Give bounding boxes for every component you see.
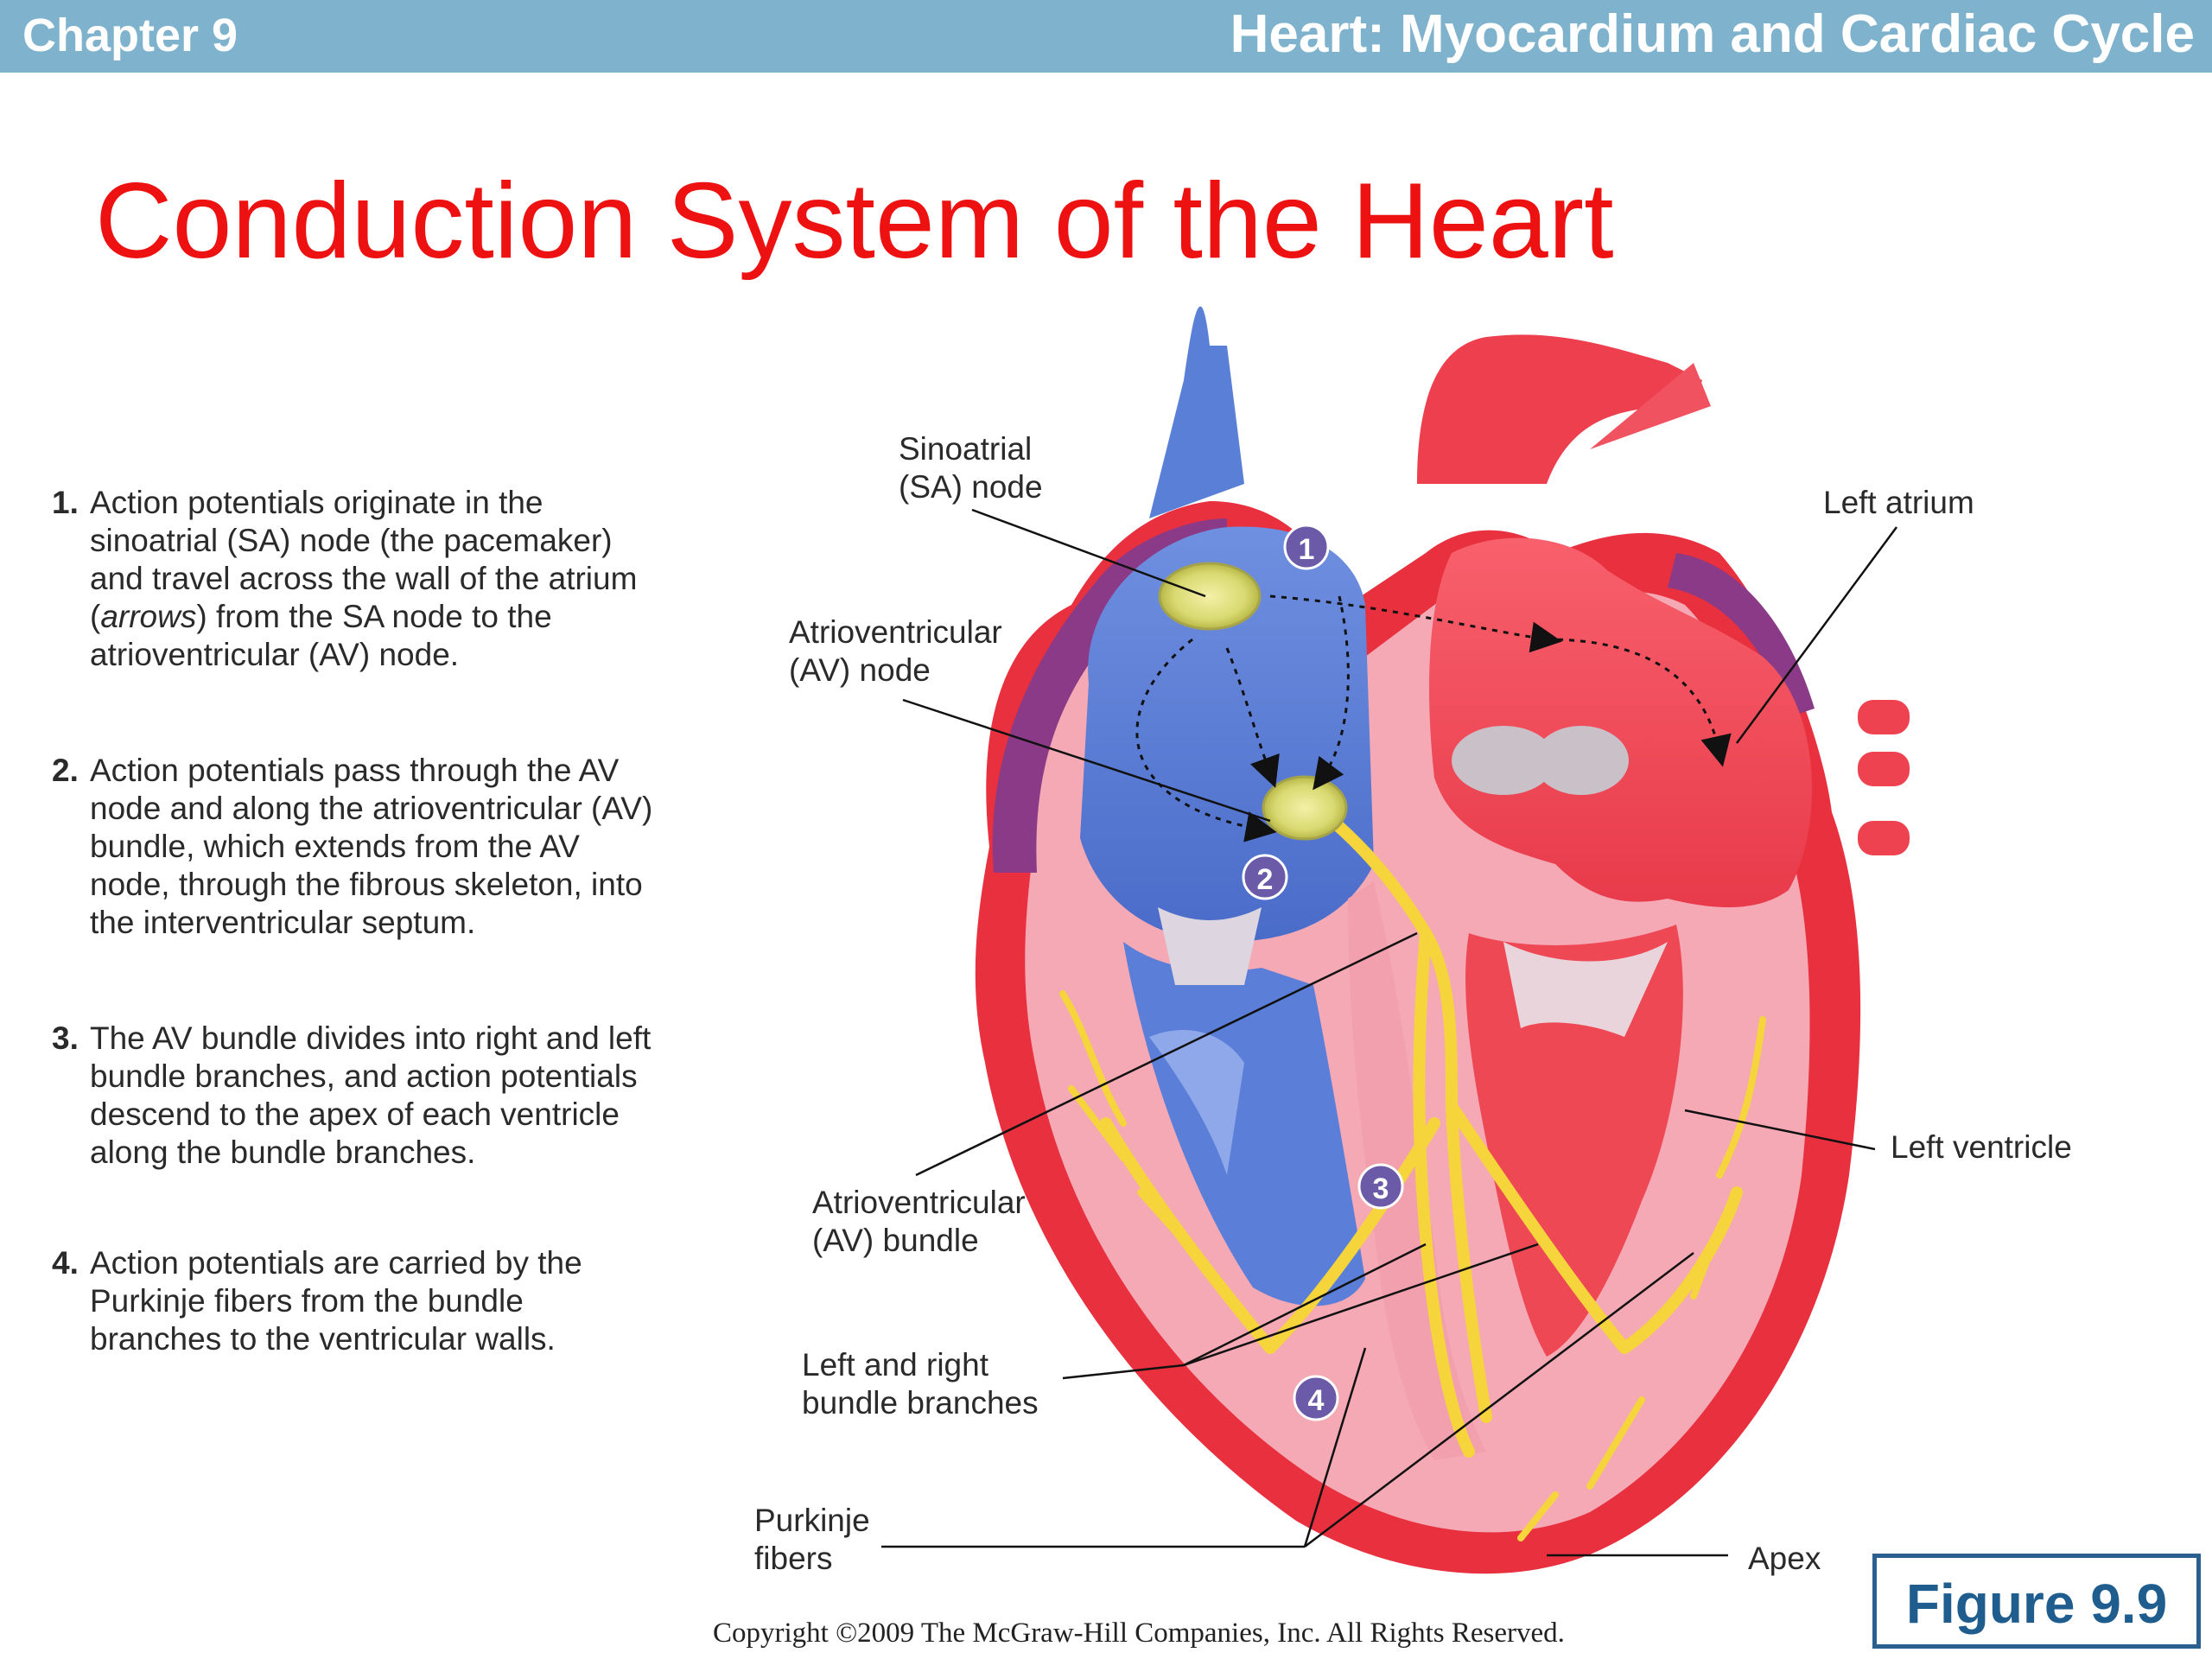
right-ventricle — [1123, 942, 1365, 1306]
step-marker-1-text: 1 — [1299, 533, 1315, 566]
aorta — [1417, 334, 1711, 484]
pulmonary-veins — [1858, 700, 1910, 855]
step-marker-2-text: 2 — [1257, 863, 1274, 896]
sa-node-shape — [1158, 562, 1262, 631]
step-line: the interventricular septum. — [90, 905, 476, 940]
step-number: 3. — [52, 1020, 79, 1056]
chapter-label: Chapter 9 — [22, 10, 238, 61]
arrows-emphasis: arrows — [100, 599, 197, 634]
step-line: Action potentials pass through the AV — [90, 753, 620, 788]
step-item-1: 1. Action potentials originate in the si… — [48, 484, 637, 674]
step-line: Purkinje fibers from the bundle — [90, 1283, 524, 1319]
step-line: atrioventricular (AV) node. — [90, 637, 460, 672]
step-marker-4-text: 4 — [1308, 1384, 1325, 1417]
step-item-4: 4. Action potentials are carried by the … — [48, 1244, 582, 1358]
step-line: Action potentials originate in the — [90, 485, 543, 520]
step-line: node, through the fibrous skeleton, into — [90, 867, 643, 902]
label-av-bundle: Atrioventricular (AV) bundle — [812, 1185, 1026, 1258]
left-atrium — [1429, 537, 1813, 907]
step-line: and travel across the wall of the atrium — [90, 561, 638, 596]
av-node-shape — [1262, 775, 1348, 841]
label-bundle-branches: Left and right bundle branches — [802, 1347, 1039, 1421]
step-line: The AV bundle divides into right and lef… — [90, 1020, 652, 1056]
leader-lines — [881, 508, 1898, 1557]
purkinje-fibers — [1059, 990, 1766, 1541]
step-line: bundle, which extends from the AV — [90, 829, 580, 864]
valves — [1158, 726, 1629, 985]
slide-title: Conduction System of the Heart — [95, 162, 1614, 281]
step-line: Action potentials are carried by the — [90, 1245, 582, 1281]
label-av-node: Atrioventricular (AV) node — [789, 614, 1002, 688]
step-item-2: 2. Action potentials pass through the AV… — [48, 752, 652, 942]
superior-vena-cava — [1149, 306, 1244, 518]
step-item-3: 3. The AV bundle divides into right and … — [48, 1020, 651, 1172]
step-line: branches to the ventricular walls. — [90, 1321, 556, 1357]
step-line: descend to the apex of each ventricle — [90, 1096, 620, 1132]
step-line: (arrows) from the SA node to the — [90, 599, 552, 634]
step-marker-3-text: 3 — [1373, 1173, 1389, 1205]
step-marker-3: 3 — [1357, 1163, 1404, 1210]
conduction-arrows — [1135, 594, 1732, 842]
step-line: node and along the atrioventricular (AV) — [90, 791, 653, 826]
figure-label-box: Figure 9.9 — [1872, 1554, 2201, 1649]
step-line: bundle branches, and action potentials — [90, 1058, 638, 1094]
step-number: 4. — [52, 1245, 79, 1281]
figure-label: Figure 9.9 — [1905, 1573, 2168, 1635]
label-left-ventricle: Left ventricle — [1891, 1129, 2072, 1165]
step-line: along the bundle branches. — [90, 1135, 476, 1170]
step-line: sinoatrial (SA) node (the pacemaker) — [90, 523, 613, 558]
header-bar: Chapter 9 Heart: Myocardium and Cardiac … — [0, 0, 2212, 73]
header-title: Heart: Myocardium and Cardiac Cycle — [1230, 4, 2195, 64]
step-number: 1. — [52, 485, 79, 520]
copyright-notice: Copyright ©2009 The McGraw-Hill Companie… — [713, 1618, 1565, 1649]
step-number: 2. — [52, 753, 79, 788]
step-marker-4: 4 — [1293, 1375, 1339, 1421]
left-ventricle-chamber — [1465, 925, 1683, 1357]
label-sa-node: Sinoatrial (SA) node — [899, 431, 1043, 505]
label-purkinje-fibers: Purkinje fibers — [754, 1503, 870, 1576]
label-apex: Apex — [1748, 1541, 1821, 1576]
step-marker-1: 1 — [1283, 524, 1330, 570]
step-marker-2: 2 — [1242, 854, 1288, 900]
label-left-atrium: Left atrium — [1823, 485, 1974, 520]
